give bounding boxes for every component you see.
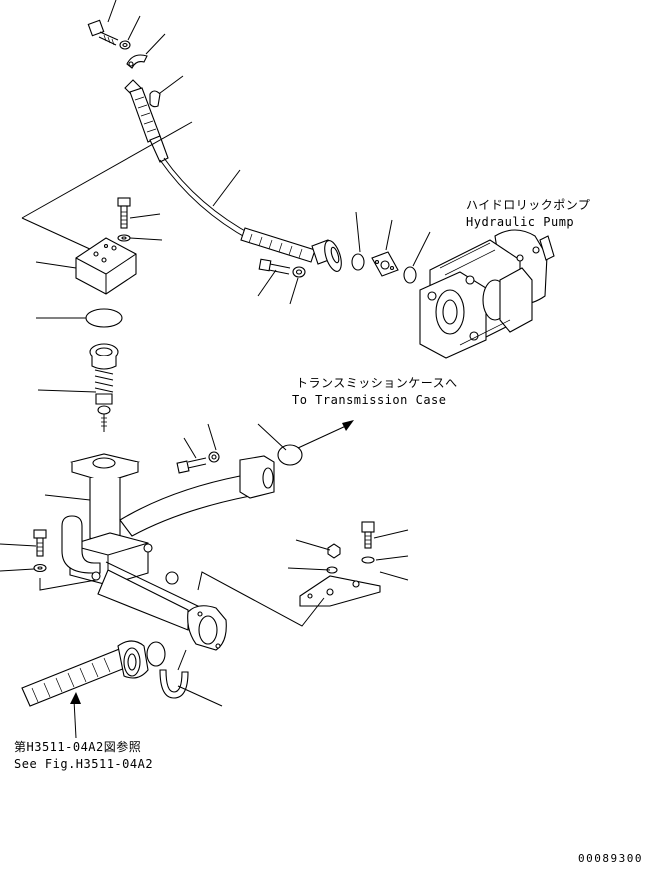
flange-bolt-icon [258,258,291,275]
split-flange-icon [371,251,399,277]
transmission-case-label-jp: トランスミッションケースへ [296,376,458,390]
drain-o-ring-icon [277,444,303,466]
clamp-icon [126,54,148,69]
left-washer-icon [33,563,47,573]
hydraulic-pump-label-en: Hydraulic Pump [466,215,575,229]
hose-end-fitting-icon [240,227,342,272]
gasket-icon [85,308,123,328]
o-ring-pump-icon [403,266,417,284]
hydraulic-pump-label-jp: ハイドロリックポンプ [466,198,591,212]
see-fig-label-en: See Fig.H3511-04A2 [14,757,154,771]
valve-block-icon [75,237,137,295]
transmission-case-label-en: To Transmission Case [292,393,447,407]
block-bolt-icon [117,197,131,229]
bracket-bolt-icon [361,521,375,549]
left-bolt-icon [33,529,47,557]
pipe-bolt-icon [176,457,207,474]
u-bolt-icon [159,649,189,699]
see-fig-label-jp: 第H3511-04A2図参照 [14,740,142,754]
flange-washer-icon [292,266,306,278]
hose-clamp-icon [146,641,166,667]
o-ring-icon [351,253,365,271]
bracket-nut-icon [327,543,341,559]
relief-valve-icon [89,343,119,432]
top-bolt-icon [87,19,119,46]
bracket-icon [299,575,381,607]
drawing-number: 00089300 [578,852,643,865]
hydraulic-pump-icon [419,229,555,359]
top-washer-icon [119,40,131,50]
pipe-washer-icon [208,451,220,463]
pipe-assembly-icon [61,453,275,651]
hose-fitting-top-icon [124,79,169,163]
bracket-washer-icon [361,556,375,564]
suction-hose-icon [21,640,149,707]
block-washer-icon [117,234,131,242]
